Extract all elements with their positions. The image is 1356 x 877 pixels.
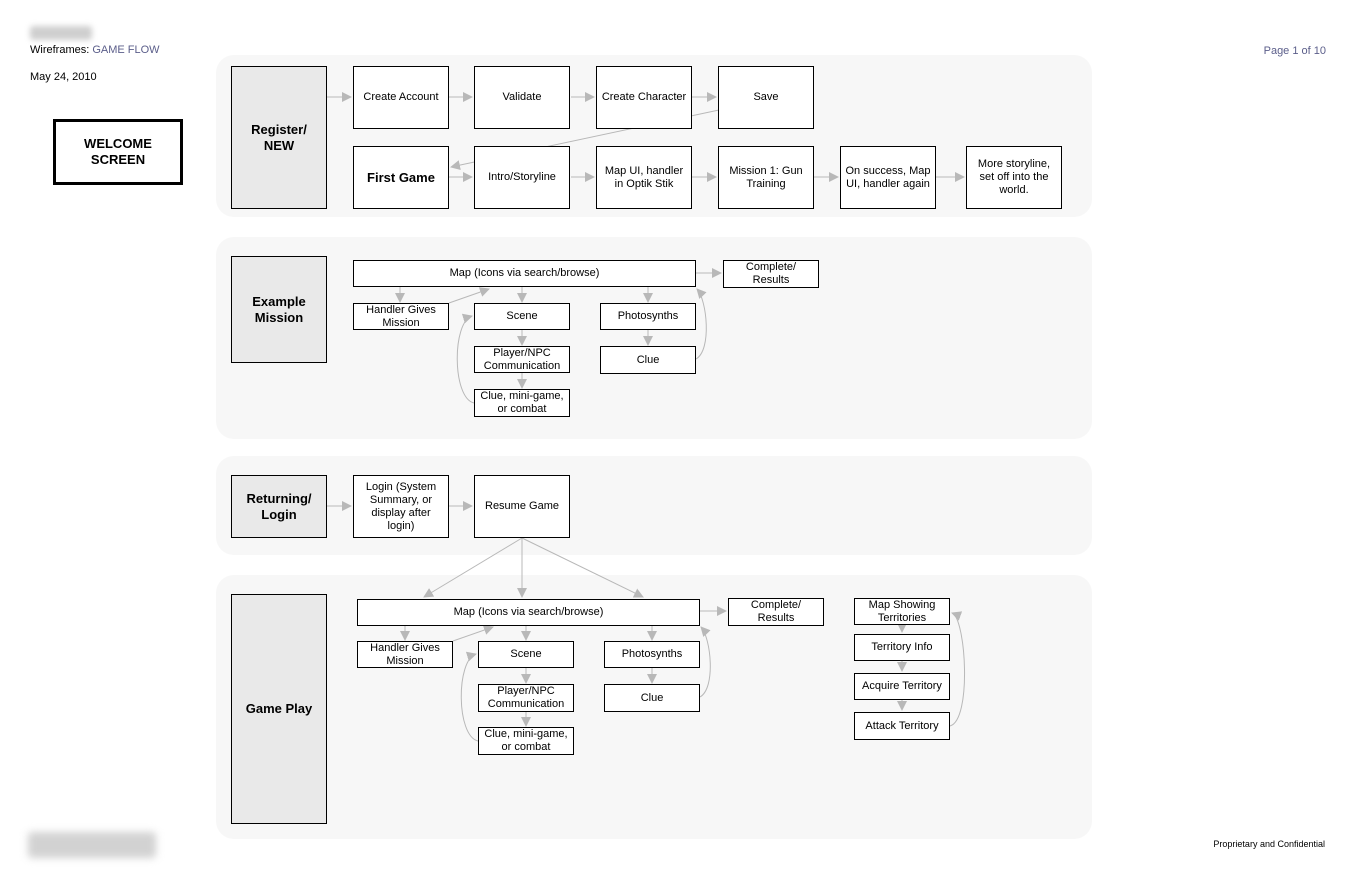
node-example-clue[interactable]: Clue bbox=[600, 346, 696, 374]
node-create-account[interactable]: Create Account bbox=[353, 66, 449, 129]
panel-returning bbox=[216, 456, 1092, 555]
node-create-character[interactable]: Create Character bbox=[596, 66, 692, 129]
node-example-handler[interactable]: Handler Gives Mission bbox=[353, 303, 449, 330]
company-logo bbox=[30, 26, 92, 40]
node-resume-game[interactable]: Resume Game bbox=[474, 475, 570, 538]
confidential-notice: Proprietary and Confidential bbox=[1213, 839, 1325, 849]
node-example-photosynths[interactable]: Photosynths bbox=[600, 303, 696, 330]
page-indicator: Page 1 of 10 bbox=[1263, 45, 1326, 57]
node-example-clue-minigame[interactable]: Clue, mini-game, or combat bbox=[474, 389, 570, 417]
node-gameplay-scene[interactable]: Scene bbox=[478, 641, 574, 668]
node-gameplay-clue-minigame[interactable]: Clue, mini-game, or combat bbox=[478, 727, 574, 755]
title-accent: GAME FLOW bbox=[92, 44, 160, 56]
section-game-play: Game Play bbox=[231, 594, 327, 824]
section-returning-login: Returning/ Login bbox=[231, 475, 327, 538]
node-gameplay-clue[interactable]: Clue bbox=[604, 684, 700, 712]
node-example-map[interactable]: Map (Icons via search/browse) bbox=[353, 260, 696, 287]
node-map-ui-handler[interactable]: Map UI, handler in Optik Stik bbox=[596, 146, 692, 209]
node-login[interactable]: Login (System Summary, or display after … bbox=[353, 475, 449, 538]
document-title: Wireframes: GAME FLOW bbox=[30, 44, 160, 56]
node-gameplay-photosynths[interactable]: Photosynths bbox=[604, 641, 700, 668]
node-gameplay-player-npc[interactable]: Player/NPC Communication bbox=[478, 684, 574, 712]
node-territory-info[interactable]: Territory Info bbox=[854, 634, 950, 661]
node-mission-1[interactable]: Mission 1: Gun Training bbox=[718, 146, 814, 209]
node-more-storyline[interactable]: More storyline, set off into the world. bbox=[966, 146, 1062, 209]
node-attack-territory[interactable]: Attack Territory bbox=[854, 712, 950, 740]
node-gameplay-map[interactable]: Map (Icons via search/browse) bbox=[357, 599, 700, 626]
title-prefix: Wireframes: bbox=[30, 44, 93, 56]
node-save[interactable]: Save bbox=[718, 66, 814, 129]
node-map-territories[interactable]: Map Showing Territories bbox=[854, 598, 950, 625]
document-date: May 24, 2010 bbox=[30, 71, 97, 83]
node-gameplay-handler[interactable]: Handler Gives Mission bbox=[357, 641, 453, 668]
node-example-scene[interactable]: Scene bbox=[474, 303, 570, 330]
node-example-complete[interactable]: Complete/ Results bbox=[723, 260, 819, 288]
node-validate[interactable]: Validate bbox=[474, 66, 570, 129]
welcome-screen-node[interactable]: WELCOME SCREEN bbox=[53, 119, 183, 185]
node-example-player-npc[interactable]: Player/NPC Communication bbox=[474, 346, 570, 373]
node-first-game[interactable]: First Game bbox=[353, 146, 449, 209]
node-on-success[interactable]: On success, Map UI, handler again bbox=[840, 146, 936, 209]
node-gameplay-complete[interactable]: Complete/ Results bbox=[728, 598, 824, 626]
node-intro-storyline[interactable]: Intro/Storyline bbox=[474, 146, 570, 209]
node-acquire-territory[interactable]: Acquire Territory bbox=[854, 673, 950, 700]
section-register-new: Register/ NEW bbox=[231, 66, 327, 209]
footer-logo bbox=[28, 832, 156, 858]
section-example-mission: Example Mission bbox=[231, 256, 327, 363]
